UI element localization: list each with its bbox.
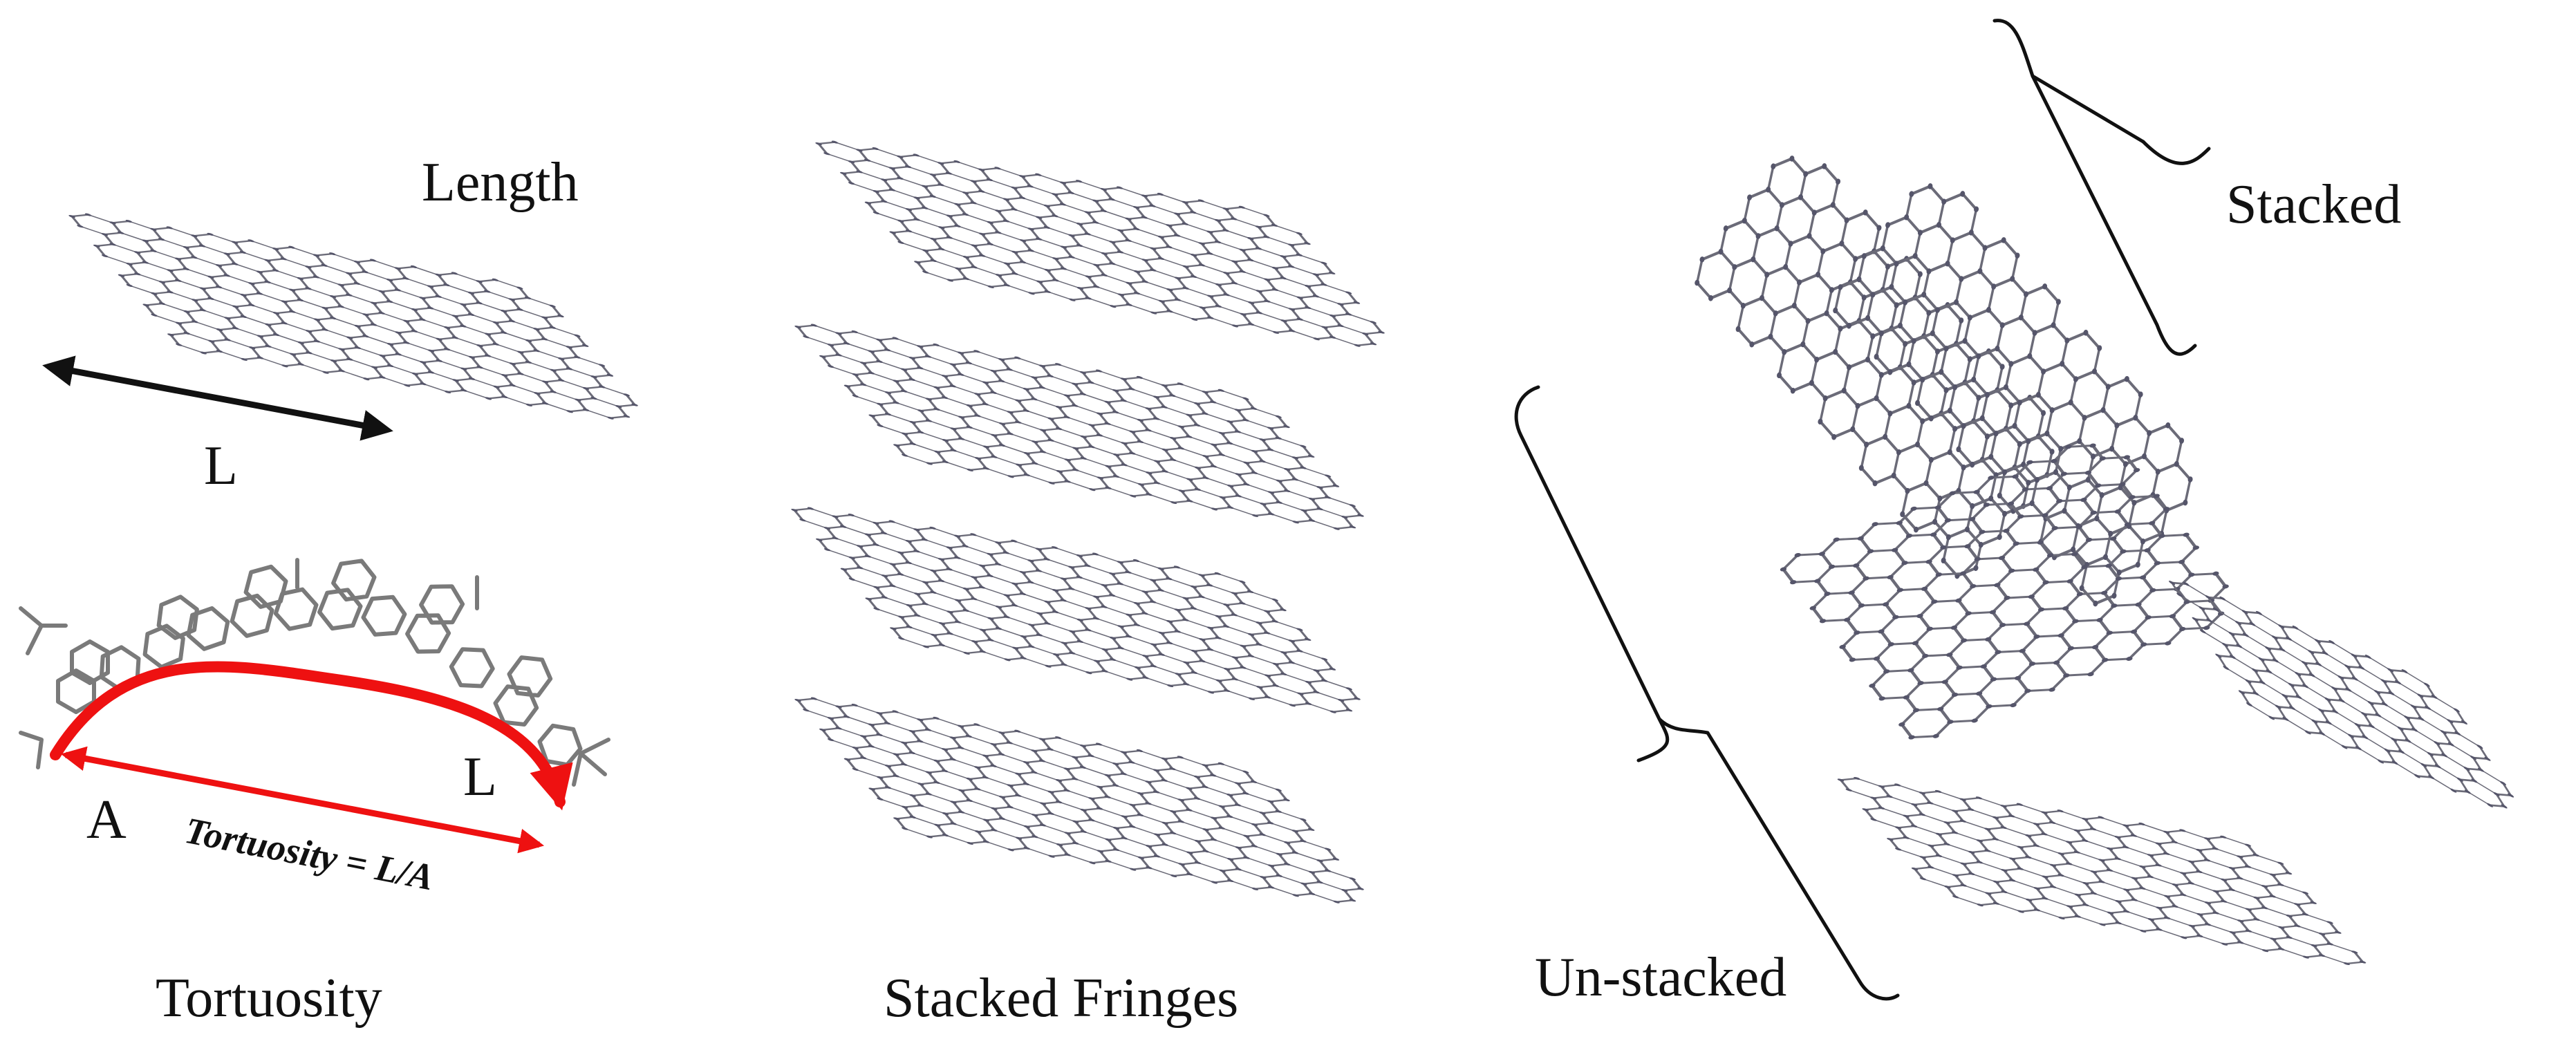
graphene-sheet-fringe-4 bbox=[794, 697, 1364, 904]
carbon-atoms bbox=[2169, 581, 2514, 809]
hexagon-lattice bbox=[792, 507, 1359, 713]
graphene-sheet-stacked-1 bbox=[1695, 156, 2055, 579]
carbon-atoms bbox=[68, 213, 638, 420]
graphene-sheet-fringe-3 bbox=[791, 507, 1361, 713]
tortuosity-chord-symbol: A bbox=[86, 789, 127, 850]
hexagon-lattice bbox=[796, 324, 1363, 530]
length-arrow bbox=[42, 355, 393, 441]
graphene-sheet-fringe-2 bbox=[794, 324, 1364, 530]
tortuosity-arc-symbol: L bbox=[463, 747, 497, 807]
stacking-panel: Stacked Un-stacked bbox=[1514, 19, 2514, 1008]
hexagon-lattice bbox=[816, 141, 1383, 346]
unstacked-label: Un-stacked bbox=[1535, 947, 1786, 1008]
curved-molecule bbox=[19, 558, 610, 787]
length-label: Length bbox=[422, 152, 579, 213]
length-symbol: L bbox=[204, 436, 238, 496]
graphene-sheet-stacked-2 bbox=[1833, 183, 2193, 607]
graphene-sheet-unstacked-1 bbox=[1780, 443, 2229, 740]
stacked-bracket-spine bbox=[2031, 74, 2145, 144]
carbon-atoms bbox=[1780, 443, 2229, 740]
tortuosity-caption: Tortuosity bbox=[156, 968, 382, 1029]
stacked-bracket-upper-fold bbox=[2141, 140, 2211, 165]
hexagon-lattice bbox=[2170, 581, 2512, 807]
tortuosity-arc-arrow bbox=[50, 661, 573, 811]
tortuosity-chord-arrow bbox=[60, 746, 545, 854]
tortuosity-panel: L A Tortuosity = L/A Tortuosity bbox=[19, 558, 610, 1029]
graphene-sheet-unstacked-3 bbox=[1837, 776, 2367, 966]
unstacked-bracket bbox=[1514, 385, 1900, 1001]
carbon-atoms bbox=[1837, 776, 2367, 966]
hexagon-lattice bbox=[70, 214, 637, 419]
hexagon-lattice bbox=[1839, 777, 2364, 965]
hexagon-lattice bbox=[796, 698, 1363, 903]
molecule-bonds bbox=[19, 558, 610, 787]
graphene-sheet-fringe-1 bbox=[815, 140, 1385, 347]
stacked-fringes-caption: Stacked Fringes bbox=[884, 968, 1238, 1029]
tortuosity-formula: Tortuosity = L/A bbox=[182, 809, 438, 899]
carbon-atoms bbox=[794, 324, 1364, 530]
graphene-sheet-length bbox=[68, 213, 638, 420]
stacked-fringes-panel: Stacked Fringes bbox=[791, 140, 1385, 1029]
carbon-atoms bbox=[791, 507, 1361, 713]
graphene-sheet-unstacked-2 bbox=[2169, 581, 2514, 809]
carbon-atoms bbox=[794, 697, 1364, 904]
length-panel: Length L bbox=[42, 152, 638, 496]
carbon-atoms bbox=[1833, 183, 2193, 607]
stacked-label: Stacked bbox=[2226, 174, 2401, 235]
carbon-atoms bbox=[815, 140, 1385, 347]
